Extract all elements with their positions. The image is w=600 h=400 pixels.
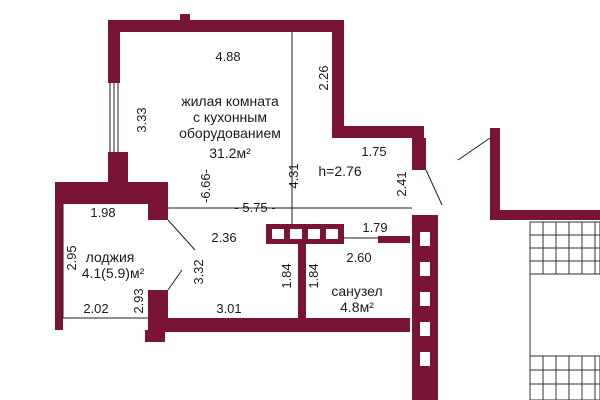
wall-loggia-corner [148, 182, 168, 220]
dim-5-75: - 5.75 - [234, 200, 275, 215]
wall-top [108, 20, 342, 32]
dim-2-26: 2.26 [316, 65, 331, 90]
wall-far-right-h [490, 210, 600, 220]
wall-pillar [412, 138, 426, 170]
room-labels: жилая комната с кухонным оборудованием 3… [82, 93, 383, 315]
wall-loggia-left [55, 182, 63, 330]
vent-hole-4 [326, 229, 338, 239]
loggia-area: 4.1(5.9)м² [82, 265, 145, 281]
bathroom-label: санузел [331, 283, 382, 299]
shaft-notch-4 [420, 322, 430, 336]
dim-2-02: 2.02 [83, 301, 108, 316]
vent-hole-1 [272, 229, 284, 239]
wall-top-notch [180, 14, 190, 22]
dim-2-93: 2.93 [131, 288, 146, 313]
shaft-notch-5 [420, 352, 430, 366]
dim-1-84-right: 1.84 [306, 263, 321, 288]
dim-2-41: 2.41 [394, 171, 409, 196]
wall-left-middle [108, 152, 128, 185]
shaft-notch-3 [420, 292, 430, 306]
wall-left-upper [108, 20, 120, 83]
dim-3-01: 3.01 [216, 301, 241, 316]
wall-bottom-notch [145, 330, 165, 342]
dim-4-31: 4.31 [286, 163, 301, 188]
window-left [109, 83, 119, 152]
dim-2-36: 2.36 [211, 230, 236, 245]
wall-step [332, 126, 424, 138]
dim-2-95: 2.95 [64, 245, 79, 270]
wall-bath-top [378, 236, 410, 243]
dim-4-88: 4.88 [215, 49, 240, 64]
vent-hole-2 [290, 229, 302, 239]
wall-bottom [148, 318, 410, 332]
dim-1-84-left: 1.84 [279, 263, 294, 288]
loggia-label: лоджия [86, 249, 135, 265]
living-room-label-3: оборудованием [179, 125, 281, 141]
living-room-label-2: с кухонным [193, 109, 267, 125]
thin-lines [62, 32, 491, 319]
living-room-label-1: жилая комната [181, 93, 279, 109]
walls [55, 14, 600, 400]
shaft-notch-1 [420, 232, 430, 246]
dimension-labels: 4.88 2.26 3.33 1.75 2.41 -6.66- 4.31 - 5… [64, 49, 409, 316]
dim-1-98: 1.98 [90, 205, 115, 220]
dim-1-75: 1.75 [361, 144, 386, 159]
shaft-notch-2 [420, 262, 430, 276]
dim-3-33: 3.33 [134, 107, 149, 132]
wall-loggia-right-lower [148, 290, 168, 330]
vent-hole-3 [308, 229, 320, 239]
staircase [529, 221, 600, 400]
dim-3-32: 3.32 [191, 259, 206, 284]
dim-6-66: -6.66- [198, 169, 213, 203]
bathroom-area: 4.8м² [340, 299, 374, 315]
dim-1-79: 1.79 [362, 220, 387, 235]
wall-right-upper [332, 20, 344, 138]
vent-block [266, 224, 344, 244]
wall-bath-partition [298, 240, 306, 320]
wall-loggia-top [55, 182, 167, 204]
wall-far-right-v [490, 128, 500, 220]
dim-2-60: 2.60 [346, 250, 371, 265]
ceiling-height: h=2.76 [318, 163, 361, 179]
living-room-area: 31.2м² [209, 145, 251, 161]
